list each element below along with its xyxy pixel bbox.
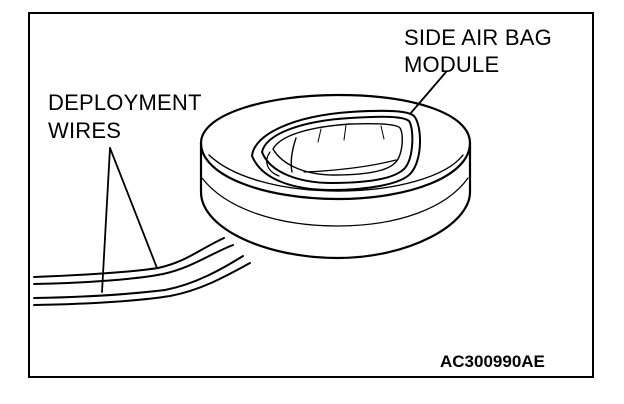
airbag-module-label-line2: MODULE <box>404 52 500 77</box>
airbag-module-cover <box>251 109 421 191</box>
airbag-module-label-line1: SIDE AIR BAG <box>404 25 552 50</box>
deployment-wires-label-line2: WIRES <box>48 118 122 143</box>
figure-code: AC300990AE <box>440 352 545 371</box>
deploy-leader-line-a <box>101 147 111 293</box>
deployment-wires <box>33 237 251 306</box>
deployment-wires-label-line1: DEPLOYMENT <box>48 90 202 115</box>
deploy-leader-line-b <box>109 147 158 269</box>
leader-lines <box>101 71 447 293</box>
airbag-leader-line <box>409 71 447 115</box>
